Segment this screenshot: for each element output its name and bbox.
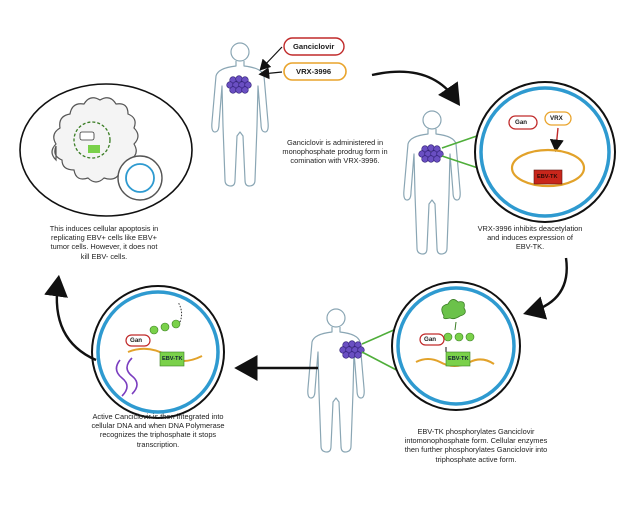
caption-step2: VRX-3996 inhibits deacetylation and indu… bbox=[477, 224, 583, 252]
vrx-label-step2: VRX bbox=[550, 115, 563, 122]
arrow-2-to-3 bbox=[523, 257, 568, 320]
arrow-4-to-5 bbox=[44, 274, 97, 362]
caption-step1: Ganciclovir is administered in monophosp… bbox=[282, 138, 388, 166]
ganciclovir-label: Ganciclovir bbox=[293, 42, 335, 51]
vrx-arrow bbox=[258, 67, 283, 80]
caption-step3: EBV-TK phosphorylates Ganciclovir intomo… bbox=[404, 427, 548, 464]
nucleus-step2 bbox=[510, 148, 586, 188]
tumor-bottom-right bbox=[339, 340, 365, 359]
healthy-cell bbox=[117, 155, 163, 201]
apoptotic-nucleus bbox=[73, 121, 111, 159]
cell-step4-inner bbox=[96, 290, 220, 414]
dna-tail-step4 bbox=[177, 301, 183, 323]
apoptotic-ebv-tk bbox=[88, 145, 100, 153]
arrow-1-to-2 bbox=[371, 70, 461, 106]
healthy-cell-nucleus bbox=[125, 163, 155, 193]
vrx-pill-step2 bbox=[544, 111, 572, 126]
ganciclovir-arrow bbox=[259, 46, 283, 71]
gan-pill-step3 bbox=[419, 333, 445, 346]
vrx3996-label: VRX-3996 bbox=[296, 67, 332, 76]
vrx-to-nucleus-arrow bbox=[549, 127, 564, 153]
gan-label-step3: Gan bbox=[424, 336, 437, 343]
dna-helix-step4 bbox=[115, 357, 138, 397]
phosphate-3-step3 bbox=[465, 332, 475, 342]
tumor-top bbox=[226, 75, 252, 94]
gan-label-step2: Gan bbox=[515, 119, 528, 126]
ebv-tk-box-step4 bbox=[159, 351, 185, 367]
gan-label-step4: Gan bbox=[130, 337, 143, 344]
ebv-tk-label-step4: EBV-TK bbox=[162, 356, 183, 362]
ebv-tk-box-step3 bbox=[445, 351, 471, 367]
cell-step2 bbox=[474, 81, 616, 223]
phosphate-2-step3 bbox=[454, 332, 464, 342]
gan-pill-step4 bbox=[125, 334, 151, 347]
cell-step2-inner bbox=[479, 86, 611, 218]
apoptotic-cell bbox=[51, 97, 139, 183]
ebv-tk-label-step3: EBV-TK bbox=[448, 356, 469, 362]
phosphate-1-step4 bbox=[149, 325, 159, 335]
caption-step4: Active Canciclovir is then integrated in… bbox=[91, 412, 225, 449]
phosphate-3-step4 bbox=[171, 319, 181, 329]
enzyme-icon bbox=[441, 299, 466, 320]
phosphate-1-step3 bbox=[443, 332, 453, 342]
ebv-tk-box-step2 bbox=[533, 169, 563, 185]
cell-step3 bbox=[391, 281, 521, 411]
gan-pill-step2 bbox=[508, 115, 538, 130]
caption-step5: This induces cellular apoptosis in repli… bbox=[49, 224, 159, 261]
tumor-right bbox=[418, 144, 444, 163]
person-top bbox=[211, 42, 269, 187]
apoptotic-organelle bbox=[79, 131, 95, 141]
cell-step3-inner bbox=[396, 286, 516, 406]
ganciclovir-pill bbox=[283, 37, 345, 56]
vrx3996-pill bbox=[283, 62, 347, 81]
person-right bbox=[403, 110, 461, 255]
enzyme-arrow bbox=[454, 321, 457, 331]
ebv-tk-label-step2: EBV-TK bbox=[537, 174, 558, 180]
phosphate-2-step4 bbox=[160, 322, 170, 332]
person-bottom-right bbox=[307, 308, 365, 453]
